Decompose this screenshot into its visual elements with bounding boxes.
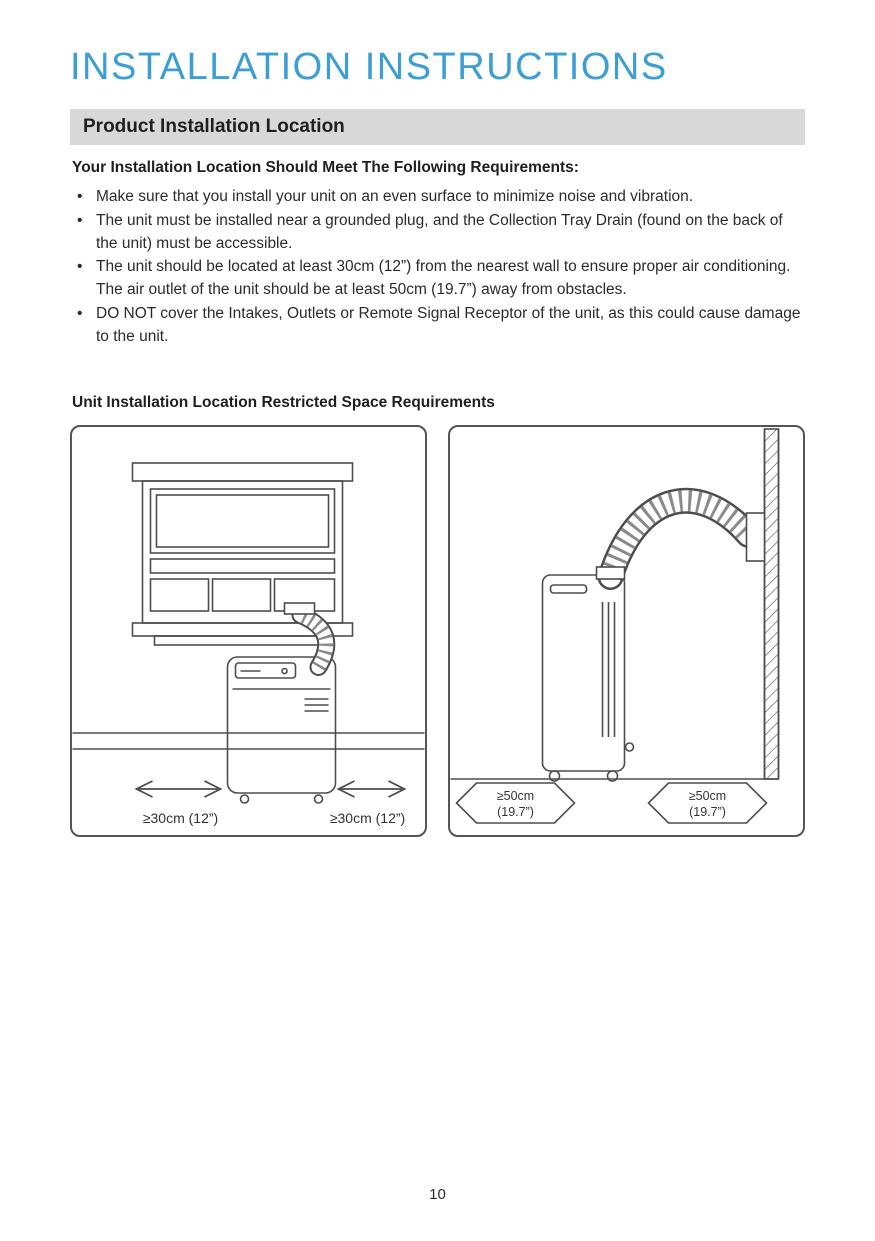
page-number: 10: [429, 1186, 446, 1203]
clearance-plaque-right: [647, 782, 768, 825]
left-diagram-panel: ≥30cm (12”) ≥30cm (12”): [70, 425, 427, 838]
exhaust-hose: [283, 602, 336, 677]
requirements-list: Make sure that you install your unit on …: [70, 186, 805, 348]
ac-unit-drawing: [541, 574, 635, 783]
section-header: Product Installation Location: [70, 109, 805, 145]
requirement-item: The unit should be located at least 30cm…: [70, 256, 805, 302]
clearance-label-right-line1: ≥50cm: [689, 789, 726, 803]
clearance-arrows: [134, 780, 407, 799]
wall-drawing: [763, 428, 780, 781]
requirements-heading: Your Installation Location Should Meet T…: [72, 159, 579, 176]
diagram-panels: ≥30cm (12”) ≥30cm (12”): [70, 425, 805, 838]
clearance-label-right-line2: (19.7”): [689, 805, 726, 819]
requirement-item: DO NOT cover the Intakes, Outlets or Rem…: [70, 303, 805, 349]
diagram-heading: Unit Installation Location Restricted Sp…: [72, 394, 495, 412]
clearance-plaque-left: [455, 782, 576, 825]
clearance-label-left-line2: (19.7”): [497, 805, 534, 819]
clearance-label-left: ≥30cm (12”): [143, 810, 218, 826]
manual-page: INSTALLATION INSTRUCTIONS Product Instal…: [0, 0, 875, 837]
right-diagram-panel: ≥50cm (19.7”) ≥50cm (19.7”): [448, 425, 805, 838]
floor-lines: [72, 732, 425, 751]
requirement-item: The unit must be installed near a ground…: [70, 210, 805, 256]
clearance-label-right: ≥30cm (12”): [330, 810, 405, 826]
clearance-label-left-line1: ≥50cm: [497, 789, 534, 803]
exhaust-hose: [595, 488, 766, 591]
window-installation-illustration: ≥30cm (12”) ≥30cm (12”): [72, 462, 425, 826]
ac-unit-drawing: [226, 656, 337, 805]
requirement-item: Make sure that you install your unit on …: [70, 186, 805, 209]
wall-vent-installation-illustration: ≥50cm (19.7”) ≥50cm (19.7”): [450, 428, 780, 825]
page-title: INSTALLATION INSTRUCTIONS: [70, 46, 668, 88]
